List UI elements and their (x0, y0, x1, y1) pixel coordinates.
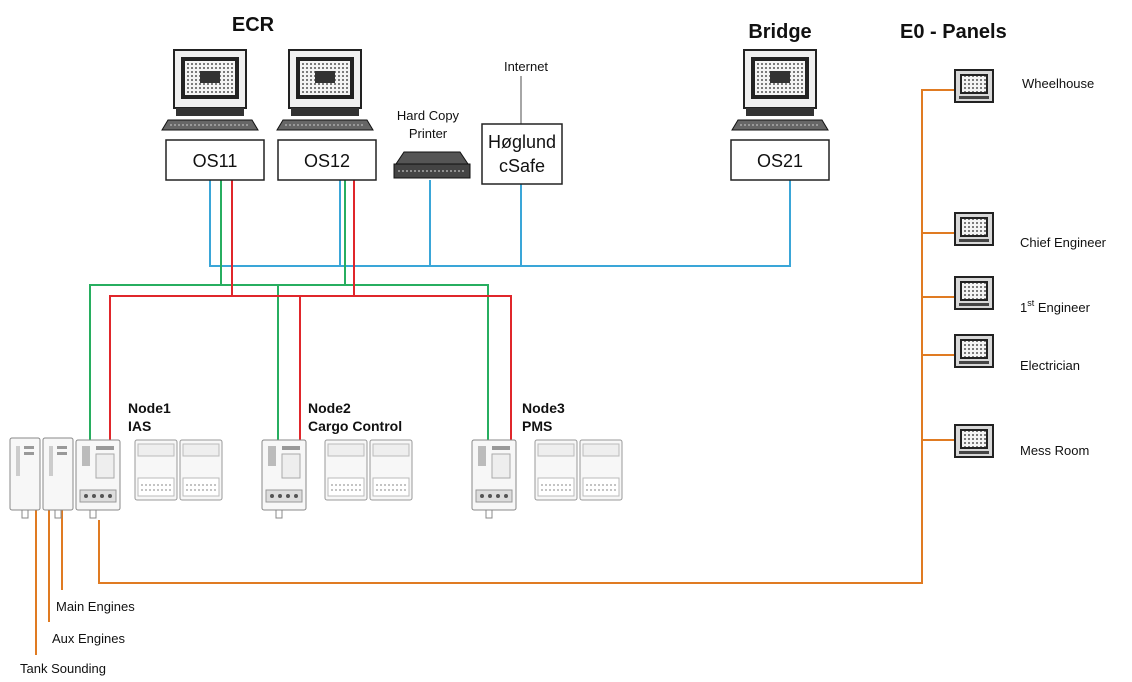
hard-copy-printer: Hard Copy Printer (393, 108, 471, 179)
plc-module (9, 437, 41, 519)
io-unit (324, 439, 368, 501)
os12-label: OS12 (304, 151, 350, 171)
hoglund-label-1: Høglund (488, 132, 556, 152)
io-unit (134, 439, 178, 501)
green-network (89, 180, 489, 440)
panel-icon (954, 334, 994, 368)
node3: Node3 PMS (471, 400, 623, 519)
hoglund-csafe: Høglund cSafe (481, 123, 563, 185)
tank-sounding-label: Tank Sounding (20, 661, 106, 676)
plc-module (42, 437, 74, 519)
panel-first-engineer: 1st Engineer (954, 276, 1091, 315)
workstation-icon (161, 49, 259, 131)
chief-engineer-label: Chief Engineer (1020, 235, 1107, 250)
panel-chief-engineer: Chief Engineer (954, 212, 1107, 250)
panel-icon (954, 424, 994, 458)
plc-base (471, 439, 517, 519)
plc-base (75, 439, 121, 519)
bridge-header: Bridge (748, 21, 811, 43)
node1-desc: IAS (128, 418, 151, 434)
workstation-icon (731, 49, 829, 131)
blue-network (209, 180, 791, 267)
node1-name: Node1 (128, 400, 171, 416)
ecr-header: ECR (232, 14, 275, 36)
wheelhouse-label: Wheelhouse (1022, 76, 1094, 91)
os11-label: OS11 (193, 151, 238, 171)
workstation-os12: OS12 (276, 49, 377, 181)
electrician-label: Electrician (1020, 358, 1080, 373)
aux-engines-label: Aux Engines (52, 631, 125, 646)
first-engineer-label: 1st Engineer (1020, 298, 1091, 315)
main-engines-label: Main Engines (56, 599, 135, 614)
panel-electrician: Electrician (954, 334, 1080, 373)
mess-room-label: Mess Room (1020, 443, 1089, 458)
node3-desc: PMS (522, 418, 552, 434)
panel-icon (954, 276, 994, 310)
workstation-icon (276, 49, 374, 131)
printer-icon (393, 151, 471, 179)
plc-base (261, 439, 307, 519)
workstation-os21: OS21 (730, 49, 830, 181)
io-unit (534, 439, 578, 501)
printer-label-1: Hard Copy (397, 108, 460, 123)
node2-desc: Cargo Control (308, 418, 402, 434)
printer-label-2: Printer (409, 126, 448, 141)
node2-name: Node2 (308, 400, 351, 416)
io-unit (179, 439, 223, 501)
os21-label: OS21 (757, 151, 803, 171)
red-network (109, 180, 512, 440)
node2: Node2 Cargo Control (261, 400, 413, 519)
io-unit (579, 439, 623, 501)
workstation-os11: OS11 (161, 49, 265, 181)
io-unit (369, 439, 413, 501)
panel-icon (954, 69, 994, 103)
node3-name: Node3 (522, 400, 565, 416)
panels-header: E0 - Panels (900, 21, 1007, 43)
panel-wheelhouse: Wheelhouse (954, 69, 1094, 103)
hoglund-label-2: cSafe (499, 156, 545, 176)
panel-icon (954, 212, 994, 246)
orange-network (35, 89, 955, 655)
node1: Node1 IAS (9, 400, 223, 519)
panel-mess-room: Mess Room (954, 424, 1089, 458)
internet-label: Internet (504, 59, 548, 74)
